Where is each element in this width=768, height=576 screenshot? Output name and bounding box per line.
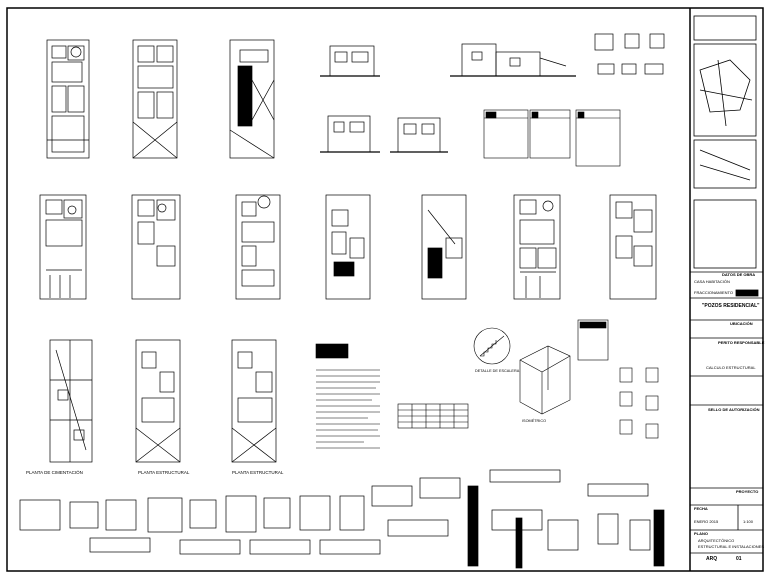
stair-detail-circle <box>473 327 511 365</box>
project-footer-header: PROYECTO <box>736 489 759 494</box>
foundation-plan-label: PLANTA DE CIMENTACIÓN <box>26 469 83 475</box>
designer-header: PERITO RESPONSABLE <box>718 340 765 345</box>
row1-floor-plans <box>46 39 275 159</box>
isometric-drawing <box>519 345 571 415</box>
project-name: "POZOS RESIDENCIAL" <box>702 303 760 309</box>
plan-a <box>39 194 87 300</box>
isometric-label: ISOMÉTRICO <box>522 418 546 423</box>
plan-g <box>609 194 657 300</box>
stair-detail-label: DETALLE DE ESCALERA <box>475 369 520 373</box>
upper-struct-plan-label: PLANTA ESTRUCTURAL <box>232 470 284 475</box>
location-header: UBICACIÓN <box>730 321 753 326</box>
date-header: FECHA <box>694 506 708 511</box>
row4-construction-details <box>19 469 665 569</box>
plan-line-1: ARQUITECTÓNICO <box>698 538 735 543</box>
ground-struct-plan <box>135 339 181 463</box>
plan-c <box>235 194 281 300</box>
schedule-tables <box>483 109 621 167</box>
plan-header: PLANO <box>694 531 708 536</box>
project-header: DATOS DE OBRA <box>722 272 756 277</box>
plan-line-2: ESTRUCTURAL E INSTALACIONES <box>698 544 765 549</box>
notes-and-details <box>315 319 659 449</box>
beam-section-table <box>397 403 469 429</box>
section-long <box>450 43 576 77</box>
elevation-side <box>320 115 380 153</box>
calc-label: CALCULO ESTRUCTURAL <box>706 365 756 370</box>
sheet-number: ARQ <box>706 556 718 562</box>
general-notes <box>316 369 380 449</box>
elevation-front <box>320 45 380 77</box>
sheet-border <box>6 7 764 572</box>
row1-elevations <box>320 33 665 153</box>
date-value: ENERO 2015 <box>694 519 719 524</box>
plan-d <box>325 194 371 300</box>
row3-structural-plans <box>49 339 277 463</box>
plan-upper-small <box>132 39 178 159</box>
foundation-plan <box>49 339 93 463</box>
detail-blocks <box>577 319 659 439</box>
approval-header: SELLO DE AUTORIZACIÓN <box>708 407 760 412</box>
upper-struct-plan <box>231 339 277 463</box>
plan-ground-small <box>46 39 90 159</box>
use-label: CASA HABITACIÓN <box>694 279 730 284</box>
window-details <box>594 33 665 75</box>
plan-e <box>421 194 467 300</box>
title-block <box>690 15 763 554</box>
plan-b <box>131 194 181 300</box>
plan-f <box>513 194 561 300</box>
subdivision-label: FRACCIONAMIENTO <box>694 290 734 295</box>
sheet-index: 01 <box>736 556 742 562</box>
elevation-rear <box>390 117 448 153</box>
plan-roof-small <box>229 39 275 159</box>
ground-struct-plan-label: PLANTA ESTRUCTURAL <box>138 470 190 475</box>
scale-value: 1:100 <box>743 519 754 524</box>
row2-floor-plans <box>39 194 657 300</box>
